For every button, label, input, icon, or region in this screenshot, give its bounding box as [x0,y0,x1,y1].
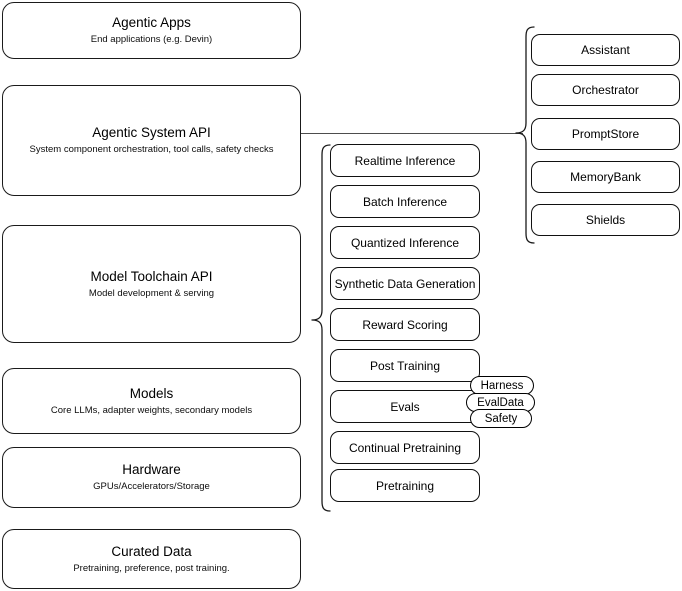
layer-box-hardware[interactable]: Hardware GPUs/Accelerators/Storage [2,447,301,508]
component-shields[interactable]: Shields [531,204,680,236]
component-label: Assistant [581,43,630,57]
capability-label: Quantized Inference [350,235,460,250]
capability-pretraining[interactable]: Pretraining [330,469,480,502]
layer-subtitle: System component orchestration, tool cal… [29,144,274,155]
capability-synthetic-data-generation[interactable]: Synthetic Data Generation [330,267,480,300]
capability-label: Reward Scoring [362,317,448,332]
layer-title: Models [129,385,174,401]
layer-title: Model Toolchain API [90,268,213,284]
layer-subtitle: Model development & serving [88,287,215,299]
component-label: Shields [585,213,626,227]
connector-agentic-system-api-to-components [301,133,523,135]
capability-label: Post Training [369,358,441,373]
layer-title: Curated Data [111,543,192,559]
component-promptstore[interactable]: PromptStore [531,118,680,150]
brace-toolchain-capabilities [309,144,331,512]
capability-label: Pretraining [375,478,435,493]
capability-label: Continual Pretraining [348,440,462,455]
evals-badge-evaldata[interactable]: EvalData [466,393,535,412]
capability-label: Batch Inference [362,194,448,209]
layer-box-model-toolchain-api[interactable]: Model Toolchain API Model development & … [2,225,301,343]
capability-label: Synthetic Data Generation [334,276,476,291]
layer-box-agentic-system-api[interactable]: Agentic System API System component orch… [2,85,301,196]
layer-subtitle: Pretraining, preference, post training. [73,562,230,574]
layer-title: Agentic Apps [112,15,191,30]
layer-subtitle: Core LLMs, adapter weights, secondary mo… [50,404,253,416]
capability-batch-inference[interactable]: Batch Inference [330,185,480,218]
layer-subtitle: GPUs/Accelerators/Storage [93,481,210,492]
layer-box-agentic-apps[interactable]: Agentic Apps End applications (e.g. Devi… [2,2,301,59]
layer-title: Agentic System API [92,125,211,140]
component-memorybank[interactable]: MemoryBank [531,161,680,193]
capability-label: Evals [390,399,420,414]
capability-realtime-inference[interactable]: Realtime Inference [330,144,480,177]
evals-badge-label: EvalData [477,396,524,409]
capability-continual-pretraining[interactable]: Continual Pretraining [330,431,480,464]
evals-badge-label: Safety [484,412,518,425]
layer-box-curated-data[interactable]: Curated Data Pretraining, preference, po… [2,529,301,589]
component-label: PromptStore [571,127,640,141]
layer-title: Hardware [122,462,181,477]
capability-evals[interactable]: Evals [330,390,480,423]
component-orchestrator[interactable]: Orchestrator [531,74,680,106]
component-label: MemoryBank [570,170,641,184]
component-label: Orchestrator [572,83,639,97]
capability-label: Realtime Inference [354,153,456,168]
layer-subtitle: End applications (e.g. Devin) [90,34,213,45]
layer-box-models[interactable]: Models Core LLMs, adapter weights, secon… [2,368,301,434]
capability-quantized-inference[interactable]: Quantized Inference [330,226,480,259]
component-assistant[interactable]: Assistant [531,34,680,66]
evals-badge-safety[interactable]: Safety [470,409,532,428]
evals-badge-label: Harness [480,379,524,392]
capability-post-training[interactable]: Post Training [330,349,480,382]
capability-reward-scoring[interactable]: Reward Scoring [330,308,480,341]
